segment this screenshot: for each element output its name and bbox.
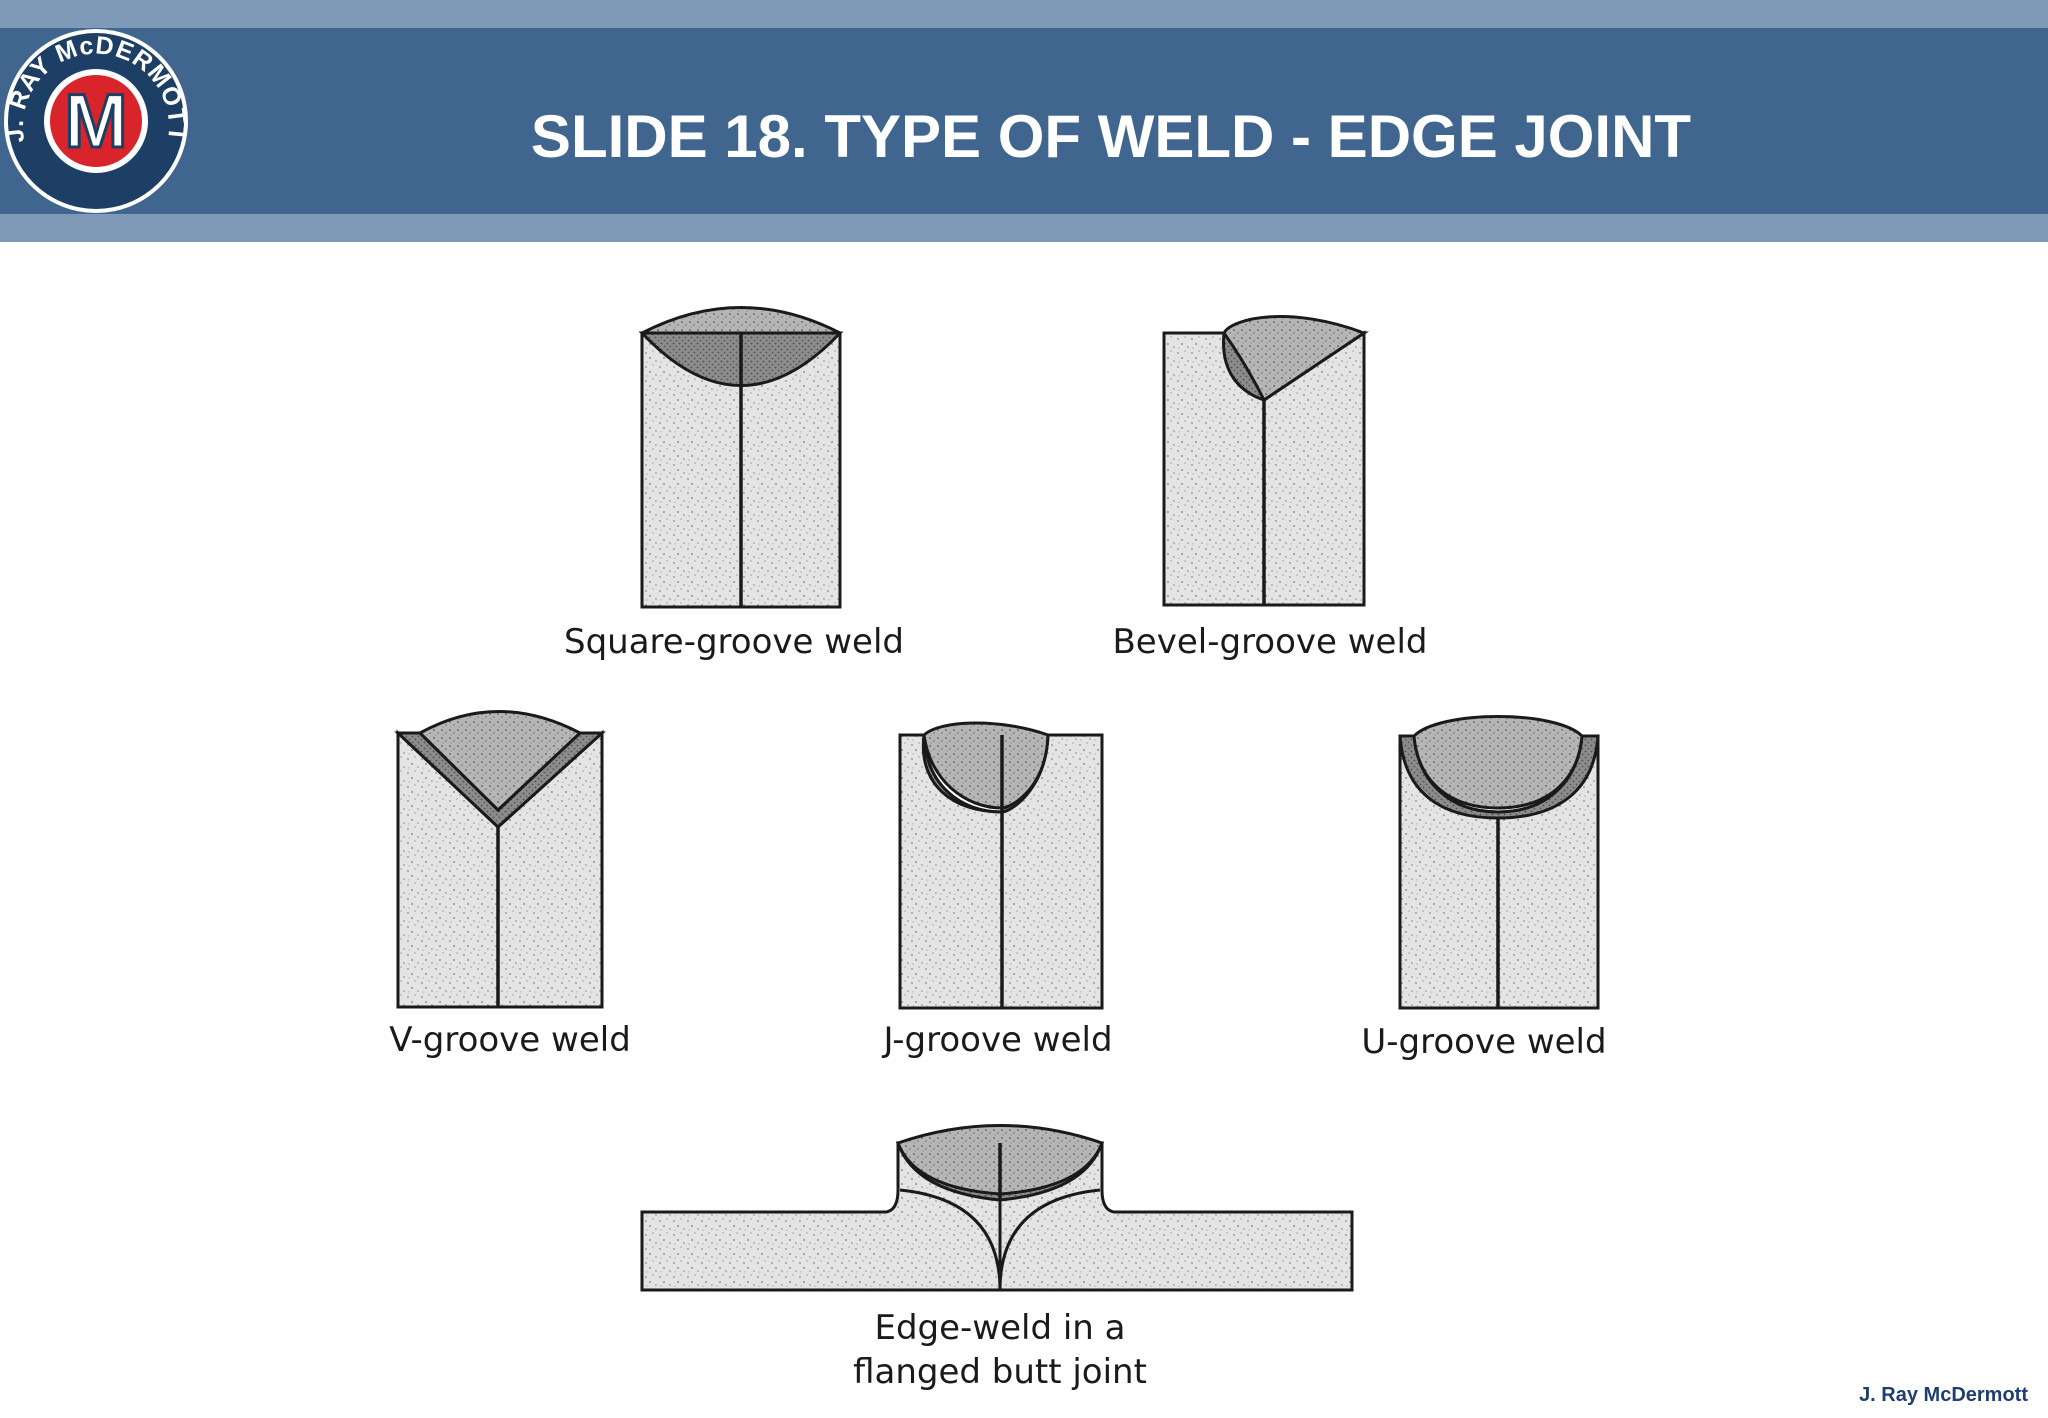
- logo-letter: M: [64, 79, 127, 164]
- j-groove-weld-figure: [898, 721, 1104, 1010]
- flanged-butt-joint-label-line2: flanged butt joint: [853, 1352, 1147, 1392]
- slide-title: SLIDE 18. TYPE OF WELD - EDGE JOINT: [530, 103, 1692, 170]
- flanged-butt-joint-label-line1: Edge-weld in a: [874, 1308, 1126, 1348]
- v-groove-weld-figure: [394, 710, 606, 1009]
- footer-company-name: J. Ray McDermott: [1859, 1384, 2028, 1406]
- bevel-groove-weld-bead: [1222, 315, 1368, 403]
- v-groove-weld-label: V-groove weld: [389, 1020, 631, 1060]
- square-groove-weld-bead: [641, 306, 841, 335]
- flanged-butt-joint-figure: [640, 1124, 1354, 1292]
- square-groove-weld-figure: [638, 306, 844, 609]
- square-groove-weld-label: Square-groove weld: [564, 622, 904, 662]
- j-groove-weld-bead: [922, 721, 1050, 810]
- jray-mcdermott-logo: J. RAY McDERMOTT M: [1, 29, 190, 213]
- j-groove-weld-label: J-groove weld: [883, 1020, 1113, 1060]
- u-groove-fusion-zone: [1398, 734, 1600, 820]
- header-band: [0, 28, 2048, 214]
- u-groove-weld-figure: [1398, 715, 1600, 1010]
- bevel-groove-weld-label: Bevel-groove weld: [1112, 622, 1428, 662]
- bevel-groove-weld-figure: [1162, 315, 1369, 607]
- v-groove-weld-bead: [417, 710, 583, 813]
- flanged-root-curves: [899, 1188, 1101, 1291]
- u-groove-weld-bead: [1412, 715, 1584, 810]
- u-groove-weld-label: U-groove weld: [1361, 1022, 1607, 1062]
